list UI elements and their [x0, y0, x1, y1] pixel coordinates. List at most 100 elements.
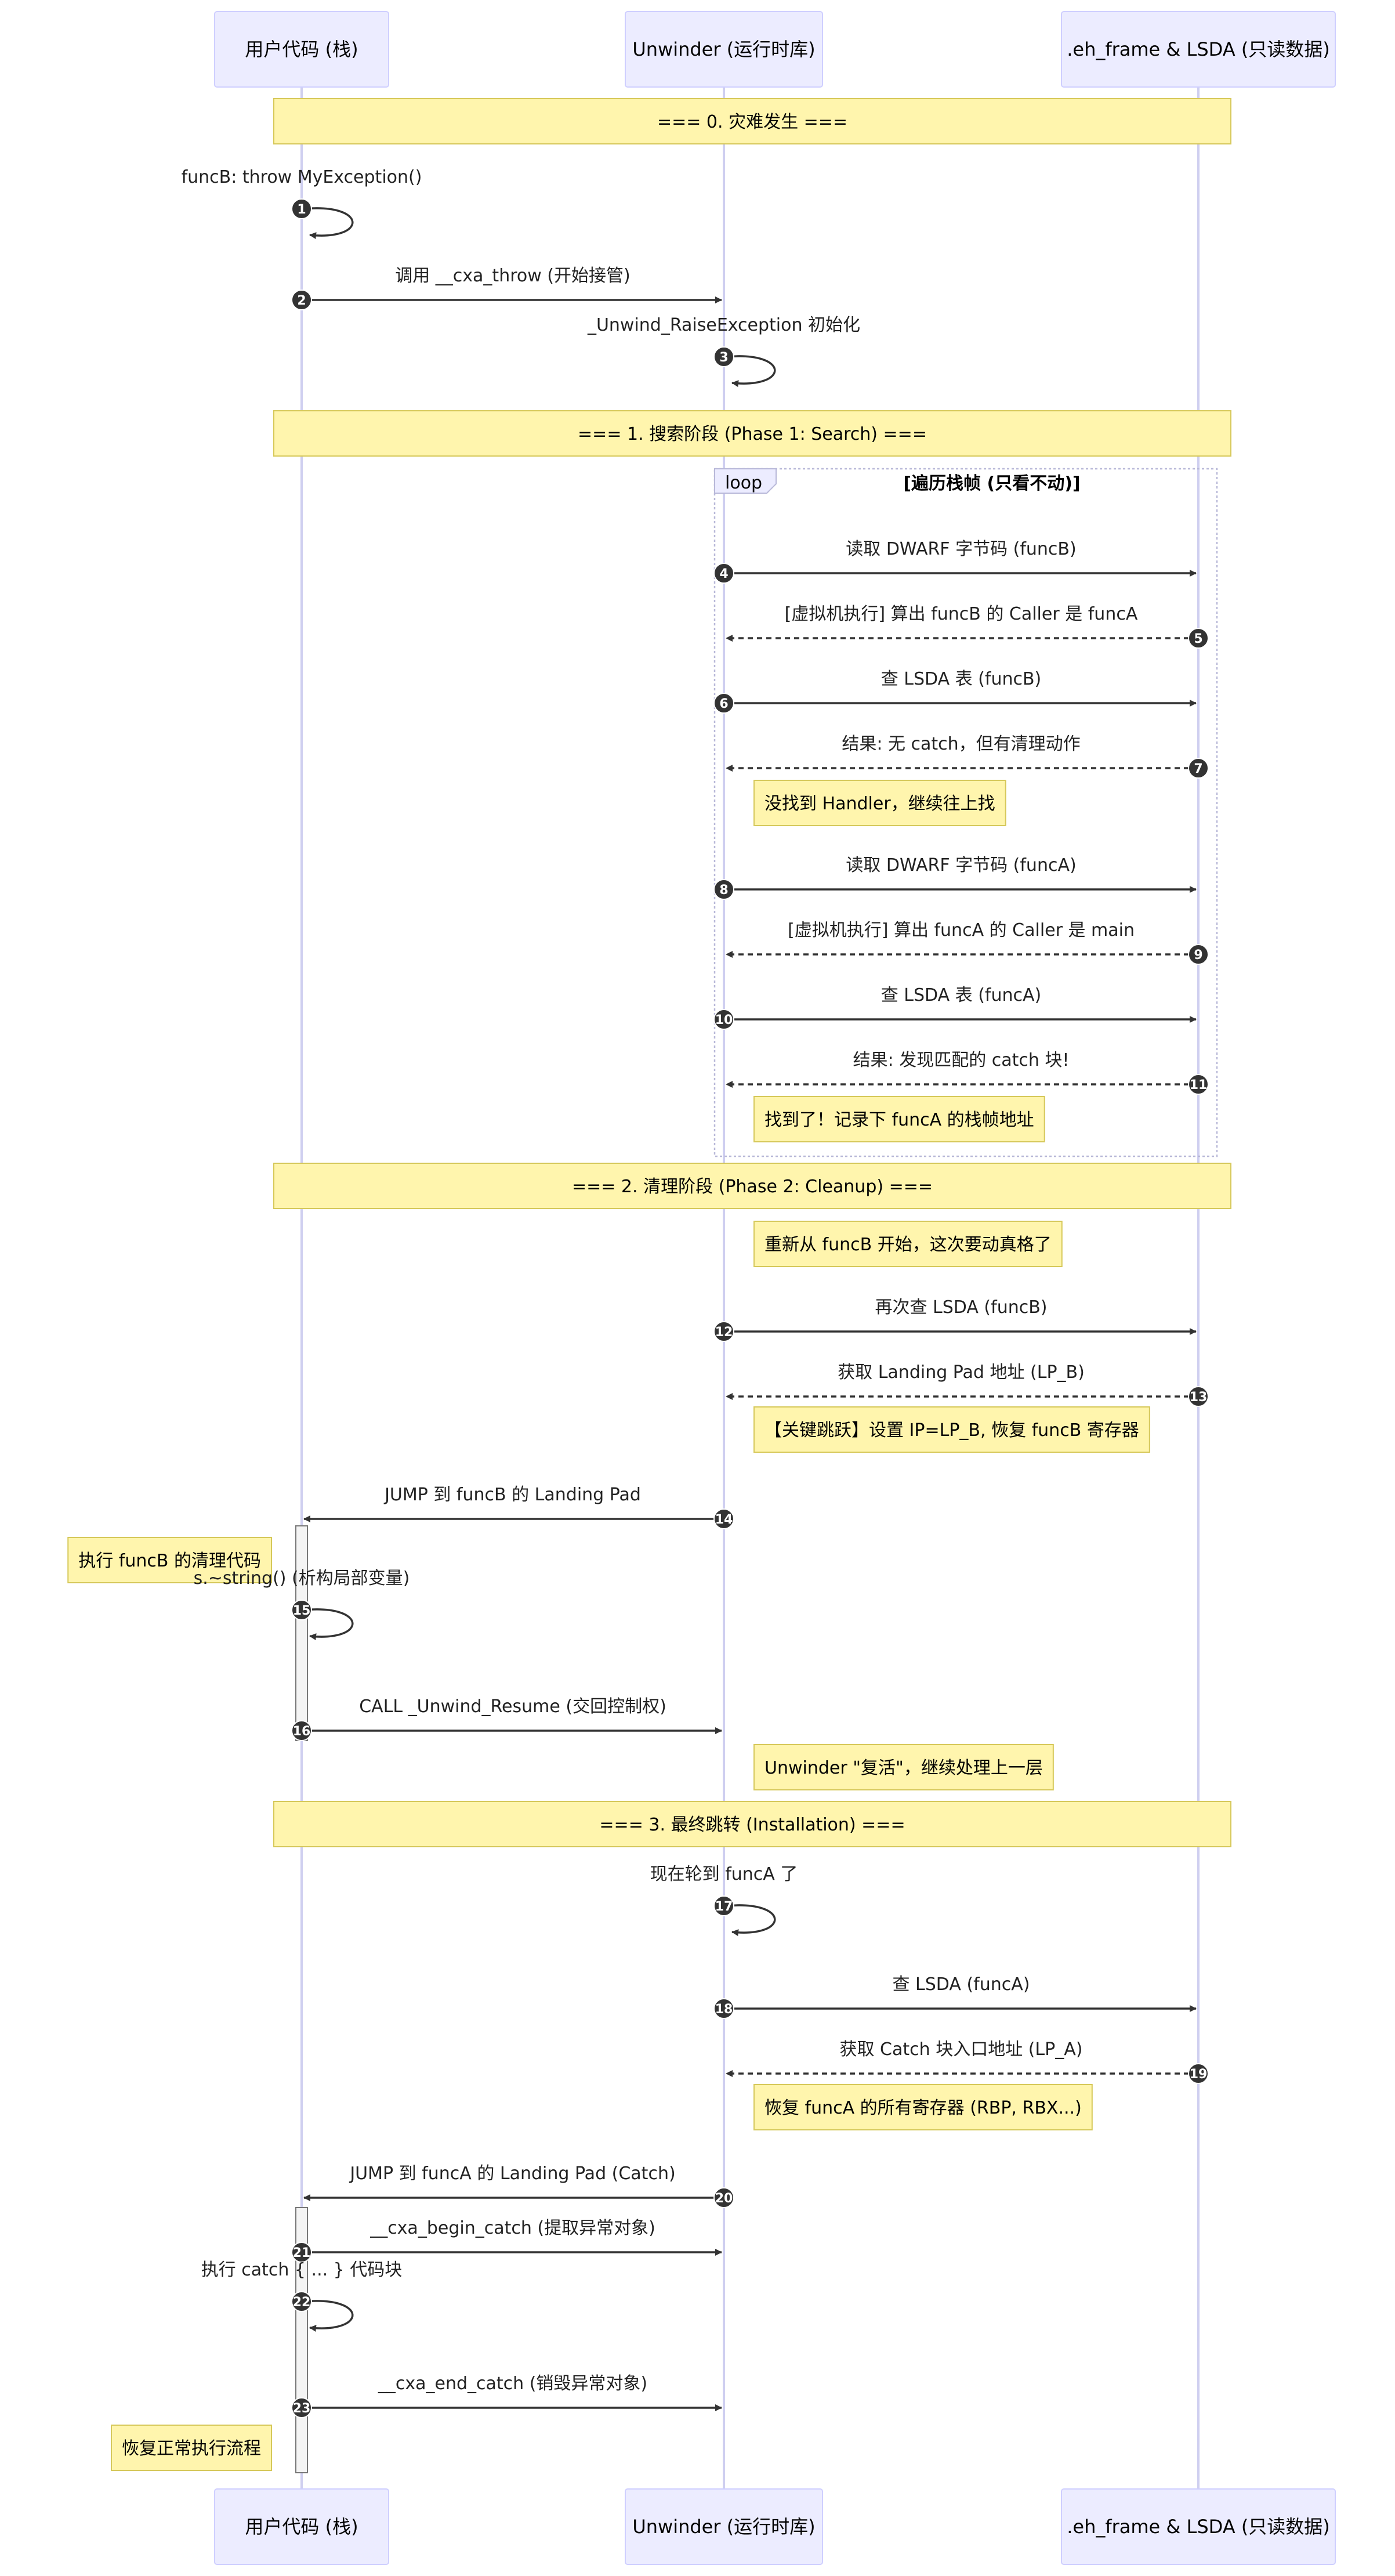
message-17: 现在轮到 funcA 了 17: [650, 1864, 798, 1937]
step-number: 11: [1190, 1078, 1208, 1092]
note-text: === 3. 最终跳转 (Installation) ===: [599, 1815, 905, 1835]
step-number-badge: [713, 693, 734, 714]
message-label: 执行 catch { ... } 代码块: [201, 2260, 403, 2280]
message-label: funcB: throw MyException(): [182, 167, 422, 187]
participant-user-top: 用户代码 (栈): [214, 11, 389, 88]
message-label: 查 LSDA 表 (funcA): [881, 985, 1041, 1005]
step-number: 20: [715, 2191, 733, 2206]
message-label: 现在轮到 funcA 了: [650, 1864, 798, 1884]
step-number: 15: [293, 1604, 311, 1618]
message-11: 结果: 发现匹配的 catch 块! 11: [726, 1050, 1209, 1095]
step-number: 16: [293, 1724, 311, 1739]
participant-unwinder-bottom: Unwinder (运行时库): [625, 2488, 823, 2565]
participant-label: 用户代码 (栈): [245, 2516, 358, 2538]
step-number-badge: [713, 2187, 734, 2208]
note: 【关键跳跃】设置 IP=LP_B, 恢复 funcB 寄存器: [753, 1406, 1150, 1453]
step-number-badge: [291, 2242, 312, 2263]
step-number-badge: [291, 290, 312, 310]
note: 恢复正常执行流程: [111, 2425, 272, 2471]
step-number-badge: [291, 1600, 312, 1620]
message-label: JUMP 到 funcB 的 Landing Pad: [383, 1485, 641, 1505]
step-number-badge: [713, 1321, 734, 1342]
loop-frame: loop [遍历栈帧 (只看不动)]: [713, 468, 1218, 1157]
message-label: 获取 Catch 块入口地址 (LP_A): [840, 2039, 1083, 2060]
note-text: 找到了！记录下 funcA 的栈帧地址: [764, 1110, 1034, 1130]
step-number: 9: [1194, 948, 1202, 963]
message-5: [虚拟机执行] 算出 funcB 的 Caller 是 funcA 5: [726, 604, 1209, 649]
note-text: 恢复正常执行流程: [122, 2438, 261, 2459]
note-text: 恢复 funcA 的所有寄存器 (RBP, RBX...): [764, 2098, 1082, 2118]
note: === 2. 清理阶段 (Phase 2: Cleanup) ===: [273, 1163, 1231, 1209]
participant-label: Unwinder (运行时库): [632, 38, 815, 60]
message-21: __cxa_begin_catch (提取异常对象) 21: [291, 2218, 722, 2263]
step-number: 21: [293, 2246, 311, 2260]
message-label: [虚拟机执行] 算出 funcB 的 Caller 是 funcA: [785, 604, 1138, 624]
step-number-badge: [1188, 1386, 1209, 1407]
note: 重新从 funcB 开始，这次要动真格了: [753, 1221, 1063, 1267]
message-label: _Unwind_RaiseException 初始化: [587, 315, 860, 335]
step-number-badge: [291, 198, 312, 219]
note-text: === 1. 搜索阶段 (Phase 1: Search) ===: [578, 424, 927, 444]
note-text: 重新从 funcB 开始，这次要动真格了: [764, 1235, 1052, 1255]
note: 执行 funcB 的清理代码: [67, 1537, 272, 1583]
step-number-badge: [713, 879, 734, 900]
step-number: 22: [293, 2295, 311, 2310]
step-number: 19: [1190, 2067, 1208, 2082]
message-15: s.~string() (析构局部变量) 15: [194, 1568, 410, 1641]
note: Unwinder "复活"，继续处理上一层: [753, 1744, 1054, 1790]
message-label: CALL _Unwind_Resume (交回控制权): [359, 1696, 666, 1717]
step-number-badge: [1188, 758, 1209, 779]
step-number: 2: [297, 294, 306, 308]
message-label: 读取 DWARF 字节码 (funcB): [846, 539, 1076, 559]
participant-label: Unwinder (运行时库): [632, 2516, 815, 2538]
step-number-badge: [713, 1998, 734, 2019]
message-16: CALL _Unwind_Resume (交回控制权) 16: [291, 1696, 722, 1741]
message-label: 读取 DWARF 字节码 (funcA): [846, 855, 1076, 875]
message-label: 查 LSDA (funcA): [893, 1974, 1030, 1995]
message-label: 结果: 无 catch，但有清理动作: [842, 734, 1080, 754]
message-label: [虚拟机执行] 算出 funcA 的 Caller 是 main: [788, 920, 1135, 940]
note-text: 【关键跳跃】设置 IP=LP_B, 恢复 funcB 寄存器: [764, 1420, 1139, 1441]
message-label: 获取 Landing Pad 地址 (LP_B): [838, 1362, 1085, 1383]
step-number-badge: [713, 346, 734, 367]
participant-label: .eh_frame & LSDA (只读数据): [1067, 38, 1330, 60]
note: === 0. 灾难发生 ===: [273, 98, 1231, 144]
step-number-badge: [291, 2291, 312, 2312]
step-number-badge: [713, 1508, 734, 1529]
step-number: 5: [1194, 632, 1202, 646]
step-number: 14: [715, 1513, 733, 1527]
message-19: 获取 Catch 块入口地址 (LP_A) 19: [726, 2039, 1209, 2084]
note-text: 没找到 Handler，继续往上找: [764, 794, 995, 814]
message-2: 调用 __cxa_throw (开始接管) 2: [291, 266, 722, 310]
step-number-badge: [713, 563, 734, 584]
participant-label: 用户代码 (栈): [245, 38, 358, 60]
participant-eh-top: .eh_frame & LSDA (只读数据): [1061, 11, 1336, 88]
message-10: 查 LSDA 表 (funcA) 10: [713, 985, 1197, 1030]
message-label: __cxa_end_catch (销毁异常对象): [378, 2374, 647, 2394]
step-number: 17: [715, 1900, 733, 1914]
message-label: s.~string() (析构局部变量): [194, 1568, 410, 1589]
note-text: Unwinder "复活"，继续处理上一层: [764, 1758, 1043, 1778]
message-label: JUMP 到 funcA 的 Landing Pad (Catch): [349, 2163, 675, 2184]
step-number-badge: [291, 1720, 312, 1741]
step-number: 10: [715, 1013, 733, 1027]
note: 恢复 funcA 的所有寄存器 (RBP, RBX...): [753, 2084, 1093, 2130]
step-number: 8: [719, 883, 728, 898]
loop-condition: [遍历栈帧 (只看不动)]: [903, 473, 1080, 494]
message-14: JUMP 到 funcB 的 Landing Pad 14: [303, 1485, 734, 1529]
message-12: 再次查 LSDA (funcB)12: [713, 1297, 1197, 1342]
message-label: 再次查 LSDA (funcB): [875, 1297, 1048, 1318]
participant-eh-bottom: .eh_frame & LSDA (只读数据): [1061, 2488, 1336, 2565]
message-label: __cxa_begin_catch (提取异常对象): [369, 2218, 655, 2238]
loop-tag-label: loop: [725, 473, 762, 493]
message-label: 调用 __cxa_throw (开始接管): [395, 266, 630, 286]
message-label: 结果: 发现匹配的 catch 块!: [853, 1050, 1070, 1070]
step-number-badge: [1188, 1074, 1209, 1095]
message-4: 读取 DWARF 字节码 (funcB)4: [713, 539, 1197, 584]
message-label: 查 LSDA 表 (funcB): [881, 669, 1042, 689]
step-number: 13: [1190, 1390, 1208, 1405]
step-number: 18: [715, 2002, 733, 2017]
